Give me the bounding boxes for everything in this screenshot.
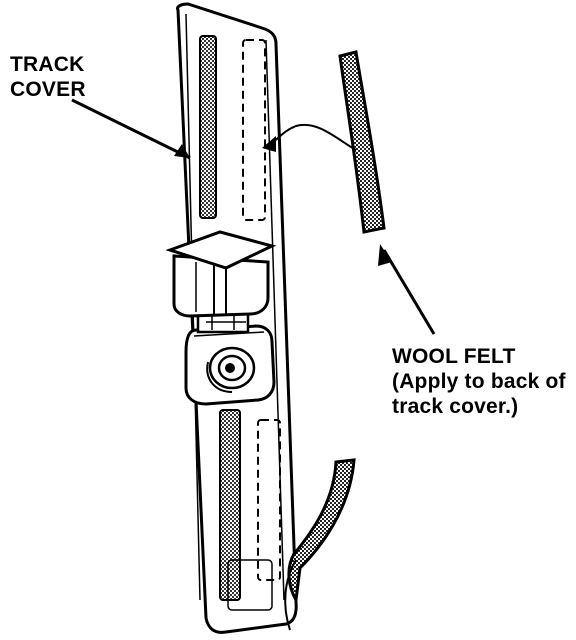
lower-right-dashed-slot [257, 419, 281, 581]
seat-belt-slide-anchor [165, 230, 277, 406]
wool-felt-label-line-3: track cover.) [392, 395, 519, 418]
wool-felt-upper [338, 50, 386, 234]
wool-felt-leader [382, 249, 436, 335]
track-cover-label-line-1: TRACK [10, 53, 85, 76]
track-cover-label-line-2: COVER [10, 78, 86, 101]
wool-felt-label-line-1: WOOL FELT [392, 345, 516, 368]
wool-felt-lower [287, 458, 356, 605]
lower-left-slot [219, 409, 241, 601]
upper-right-dashed-slot [242, 39, 266, 221]
track-cover-arrowhead [174, 144, 190, 158]
upper-left-slot [199, 35, 217, 219]
wool-felt-label-line-2: (Apply to back of [392, 370, 566, 393]
wool-felt-arrowhead [378, 244, 392, 266]
wool-felt-label: WOOL FELT (Apply to back of track cover.… [392, 344, 566, 419]
track-cover-leader [71, 98, 191, 160]
track-cover-label: TRACK COVER [10, 52, 86, 102]
